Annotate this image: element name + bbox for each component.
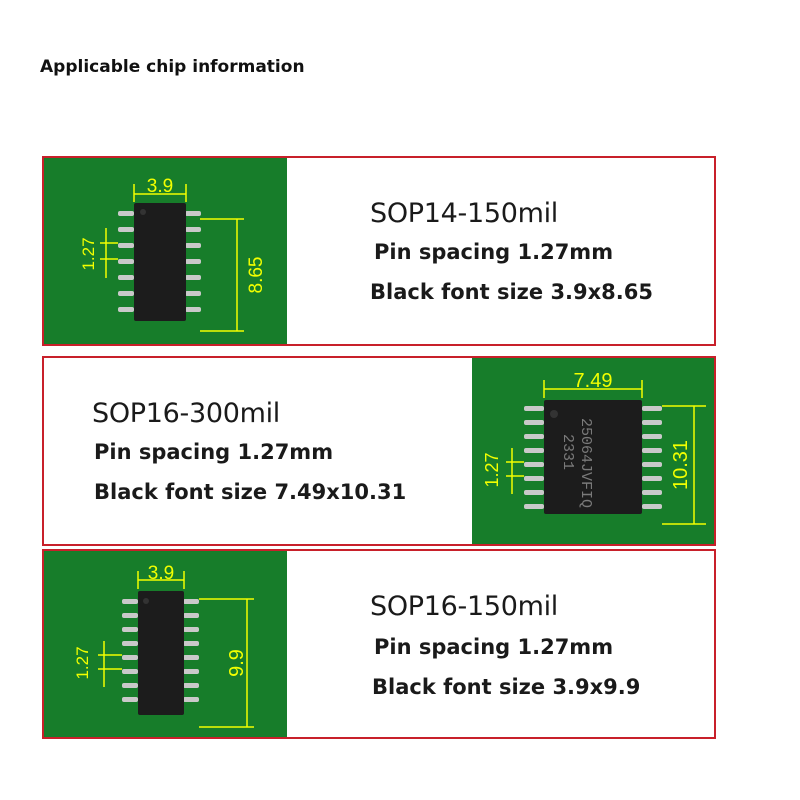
font-size-spec: Black font size 3.9x8.65: [370, 280, 653, 304]
length-dimension: 9.9: [226, 649, 248, 677]
pitch-dimension: 1.27: [73, 646, 92, 679]
chip-photo-sop16-150: 3.9 9.9 1.27: [44, 551, 287, 737]
chip-photo-sop16-300: 25064JVFIQ 2331 7.49 10.31 1.27: [472, 358, 714, 544]
font-size-spec: Black font size 7.49x10.31: [94, 480, 407, 504]
length-dimension: 10.31: [670, 440, 692, 490]
pin-spacing: Pin spacing 1.27mm: [94, 440, 334, 464]
width-dimension: 3.9: [148, 563, 174, 584]
length-dimension: 8.65: [246, 257, 267, 294]
pin-spacing: Pin spacing 1.27mm: [374, 240, 614, 264]
width-dimension: 3.9: [147, 176, 173, 197]
chip-photo-sop14: 3.9 8.65 1.27: [44, 158, 287, 344]
pitch-dimension: 1.27: [482, 452, 502, 487]
pin-spacing: Pin spacing 1.27mm: [374, 635, 614, 659]
package-name: SOP16-300mil: [92, 398, 281, 429]
chip-marking-line2: 2331: [559, 434, 576, 470]
page-title: Applicable chip information: [40, 57, 305, 77]
font-size-spec: Black font size 3.9x9.9: [372, 675, 641, 699]
chip-panel-sop14-150: 3.9 8.65 1.27 SOP14-150mil Pin spacing 1…: [42, 156, 716, 346]
chip-marking-line1: 25064JVFIQ: [577, 418, 594, 508]
width-dimension: 7.49: [574, 370, 613, 392]
chip-panel-sop16-300: SOP16-300mil Pin spacing 1.27mm Black fo…: [42, 356, 716, 546]
package-name: SOP16-150mil: [370, 591, 559, 622]
package-name: SOP14-150mil: [370, 198, 559, 229]
pitch-dimension: 1.27: [79, 237, 98, 270]
chip-panel-sop16-150: 3.9 9.9 1.27 SOP16-150mil Pin spacing 1.…: [42, 549, 716, 739]
